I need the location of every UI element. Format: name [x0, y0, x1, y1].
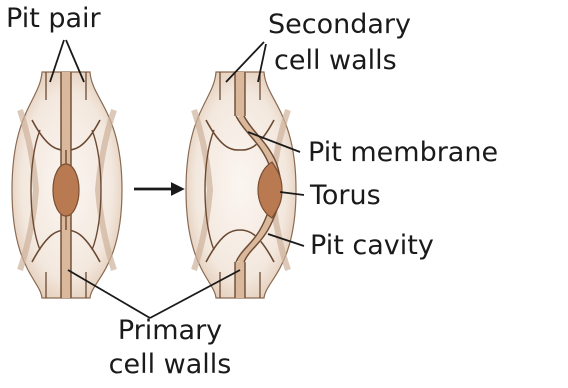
label-pit-pair: Pit pair [6, 4, 101, 34]
label-secondary-line1: Secondary [268, 10, 411, 40]
right-primary-wall-top [235, 72, 245, 116]
label-torus: Torus [310, 181, 381, 211]
label-secondary-line2: cell walls [274, 46, 397, 76]
label-primary-line1: Primary [100, 316, 240, 346]
open-pit-pair [12, 72, 122, 298]
aspirated-pit-pair [186, 72, 296, 298]
right-primary-wall-bottom [235, 262, 245, 298]
left-torus [53, 164, 79, 216]
label-pit-membrane: Pit membrane [308, 138, 498, 168]
label-primary-line2: cell walls [100, 350, 240, 380]
label-pit-cavity: Pit cavity [310, 231, 434, 261]
